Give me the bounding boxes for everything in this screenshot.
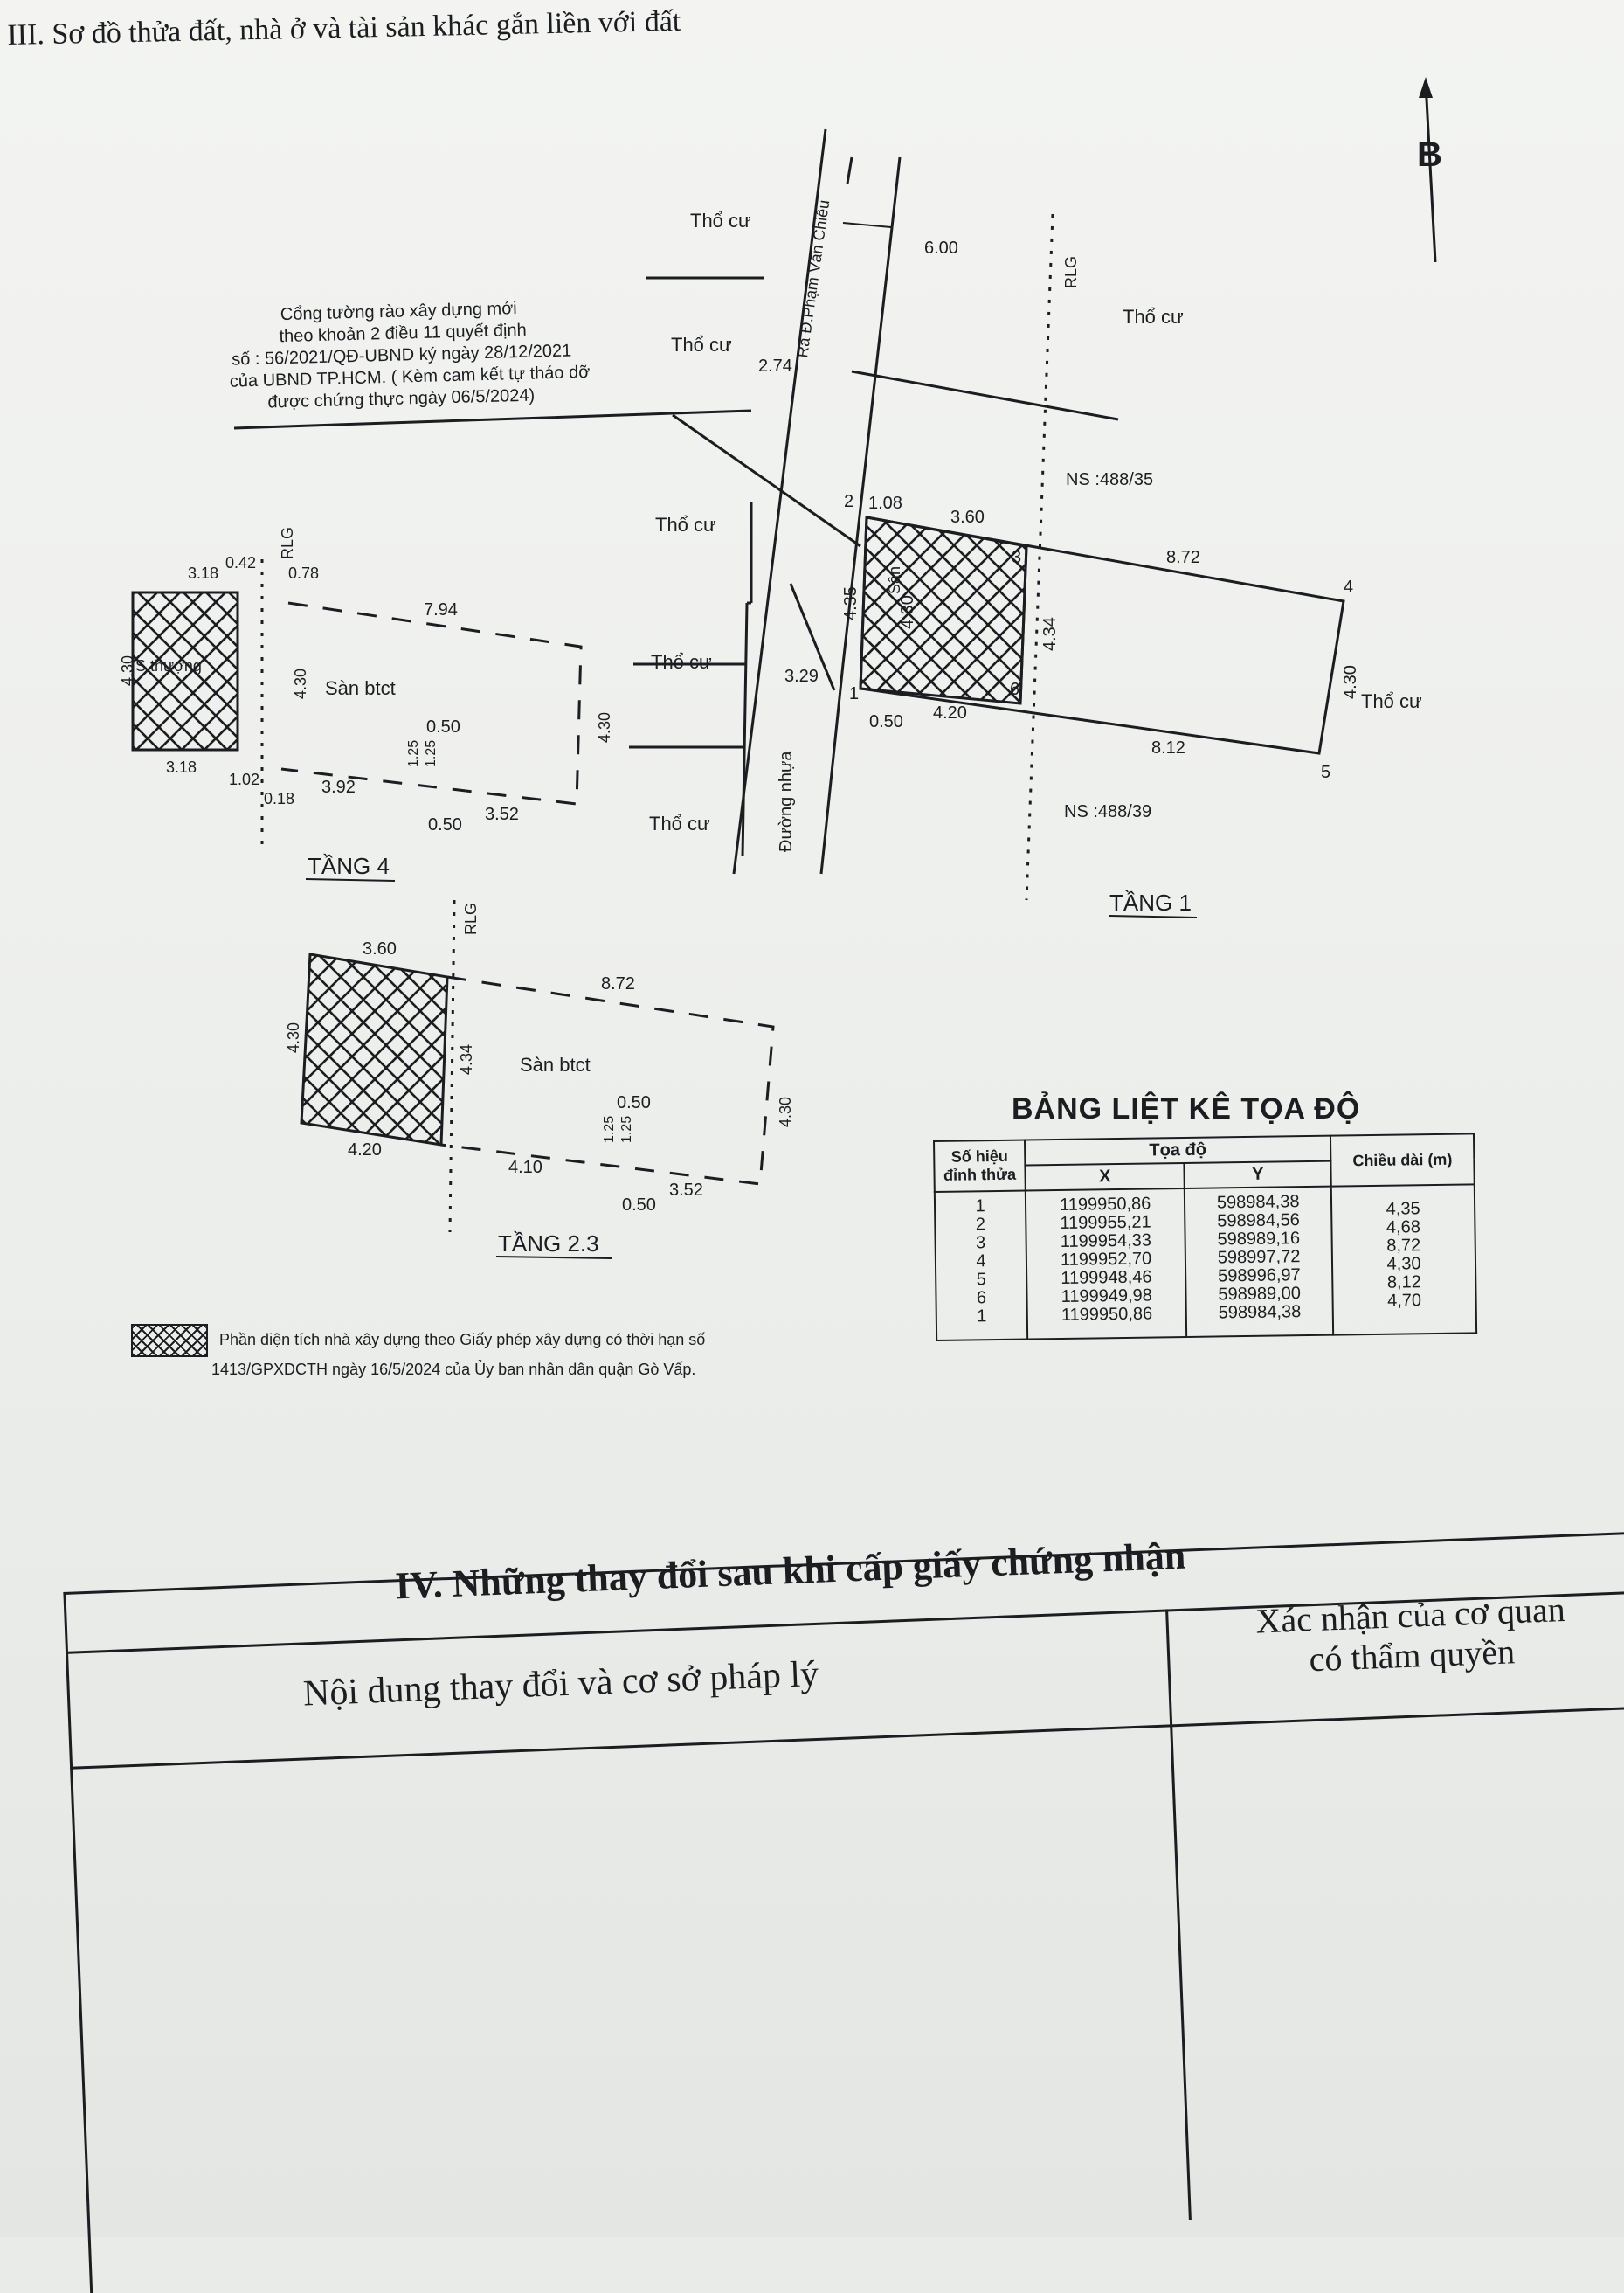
legend: Phần diện tích nhà xây dựng theo Giấy ph…	[131, 1324, 891, 1382]
dim-label: 1.25	[424, 740, 439, 767]
hatch-swatch-icon	[131, 1324, 208, 1357]
neighbor-label: Thổ cư	[649, 813, 710, 835]
floor-4-room: Sàn btct	[325, 677, 396, 699]
dim-label: 8.12	[1151, 738, 1185, 758]
floor-1-label: TẦNG 1	[1109, 890, 1192, 916]
vertex-label: 6	[1010, 680, 1019, 699]
svg-text:được chứng thực ngày 06/5/2024: được chứng thực ngày 06/5/2024)	[267, 386, 535, 412]
rlg-label-3: RLG	[462, 903, 480, 935]
land-plot-drawing: B Ra Đ.Phạm Văn Chiêu Đường nhựa RLG Thổ…	[119, 77, 1442, 1259]
porch-label: Sân	[886, 566, 903, 594]
dim-label: 3.18	[188, 565, 218, 582]
dim-label: 0.50	[869, 712, 903, 731]
dim-label: 4.20	[348, 1140, 382, 1160]
dim-label: 4.20	[933, 703, 967, 723]
floor-2-3-plan	[300, 899, 775, 1233]
dim-label: 3.92	[321, 778, 356, 797]
dim-label: 1.25	[619, 1116, 634, 1143]
floor-4-balcony: S.thượng	[135, 657, 202, 675]
ns-bottom-label: NS :488/39	[1064, 802, 1151, 821]
floor-4-label: TẦNG 4	[308, 853, 390, 879]
parcel-floor-1	[859, 516, 1345, 755]
dim-label: 4.30	[292, 669, 309, 699]
dim-label: 4.30	[898, 595, 917, 629]
dim-label: 3.60	[363, 939, 397, 959]
dim-label: 4.30	[1341, 665, 1360, 699]
dim-label: 6.00	[924, 239, 958, 258]
north-arrow-icon	[1419, 77, 1437, 263]
neighbor-label: Thổ cư	[1361, 690, 1422, 712]
col-x-header: X	[1025, 1162, 1185, 1191]
dim-label: 4.10	[508, 1158, 542, 1177]
dim-label: 2.74	[758, 357, 792, 376]
dim-label: 0.18	[264, 790, 294, 807]
floor-2-3-room: Sàn btct	[520, 1054, 591, 1076]
dim-label: 7.94	[424, 600, 458, 620]
coord-table-title: BẢNG LIỆT KÊ TỌA ĐỘ	[1012, 1092, 1361, 1126]
dim-label: 1.08	[868, 494, 902, 513]
dim-label: 4.30	[596, 712, 613, 743]
dim-label: 8.72	[601, 974, 635, 994]
dim-label: 3.52	[669, 1181, 703, 1200]
floor-2-3-label: TẦNG 2.3	[498, 1230, 599, 1257]
north-label: B	[1417, 135, 1442, 174]
neighbor-label: Thổ cư	[690, 210, 751, 232]
road-surface: Đường nhựa	[777, 751, 796, 852]
dim-label: 0.50	[622, 1195, 656, 1215]
dim-label: 3.60	[950, 508, 985, 527]
dim-label: 0.78	[288, 565, 319, 582]
vertex-label: 5	[1321, 763, 1330, 782]
rlg-label-2: RLG	[279, 527, 296, 559]
ns-top-label: NS :488/35	[1066, 470, 1153, 489]
vertex-label: 1	[849, 684, 859, 703]
floor-4-plan	[131, 559, 583, 852]
legend-text-2: 1413/GPXDCTH ngày 16/5/2024 của Ủy ban n…	[211, 1361, 696, 1378]
changes-confirm-header: Xác nhận của cơ quan có thẩm quyền	[1209, 1588, 1614, 1684]
neighbor-label: Thổ cư	[1123, 306, 1184, 328]
neighbor-label: Thổ cư	[655, 514, 716, 536]
dim-label: 4.30	[119, 655, 136, 686]
dim-label: 1.25	[406, 740, 421, 767]
dim-label: 0.50	[426, 717, 460, 737]
dim-label: 4.30	[777, 1097, 794, 1127]
dim-label: 4.30	[285, 1022, 302, 1053]
dim-label: 4.35	[841, 586, 860, 620]
dim-label: 3.29	[784, 667, 819, 686]
dim-label: 0.50	[428, 815, 462, 835]
svg-text:Cổng tường rào xây dựng mới: Cổng tường rào xây dựng mới	[280, 299, 517, 324]
vertex-label: 4	[1344, 578, 1353, 597]
dim-label: 4.34	[1040, 617, 1060, 651]
col-vertex-header: Số hiệu đỉnh thửa	[934, 1140, 1026, 1192]
coord-table: Số hiệu đỉnh thửa Tọa độ Chiều dài (m) X…	[933, 1133, 1477, 1341]
dim-label: 3.18	[166, 759, 197, 776]
svg-text:theo khoản 2 điều 11 quyết địn: theo khoản 2 điều 11 quyết định	[279, 321, 527, 346]
dim-label: 1.25	[602, 1116, 617, 1143]
dim-label: 1.02	[229, 771, 259, 788]
legend-text-1: Phần diện tích nhà xây dựng theo Giấy ph…	[219, 1330, 706, 1348]
neighbor-label: Thổ cư	[651, 651, 712, 673]
dim-label: 4.34	[458, 1044, 475, 1075]
neighbor-label: Thổ cư	[671, 334, 732, 356]
col-length-header: Chiều dài (m)	[1330, 1133, 1475, 1187]
rlg-label-1: RLG	[1062, 256, 1080, 288]
dim-label: 3.52	[485, 805, 519, 824]
vertex-label: 2	[844, 492, 853, 511]
col-y-header: Y	[1184, 1160, 1331, 1188]
dim-label: 0.42	[225, 554, 256, 572]
vertex-label: 3	[1012, 548, 1021, 567]
fence-note: Cổng tường rào xây dựng mới theo khoản 2…	[230, 299, 591, 412]
street-name: Ra Đ.Phạm Văn Chiêu	[793, 198, 833, 358]
changes-section: IV. Những thay đổi sau khi cấp giấy chứn…	[61, 1478, 1624, 2293]
dim-label: 0.50	[617, 1093, 651, 1112]
dim-label: 8.72	[1166, 548, 1200, 567]
